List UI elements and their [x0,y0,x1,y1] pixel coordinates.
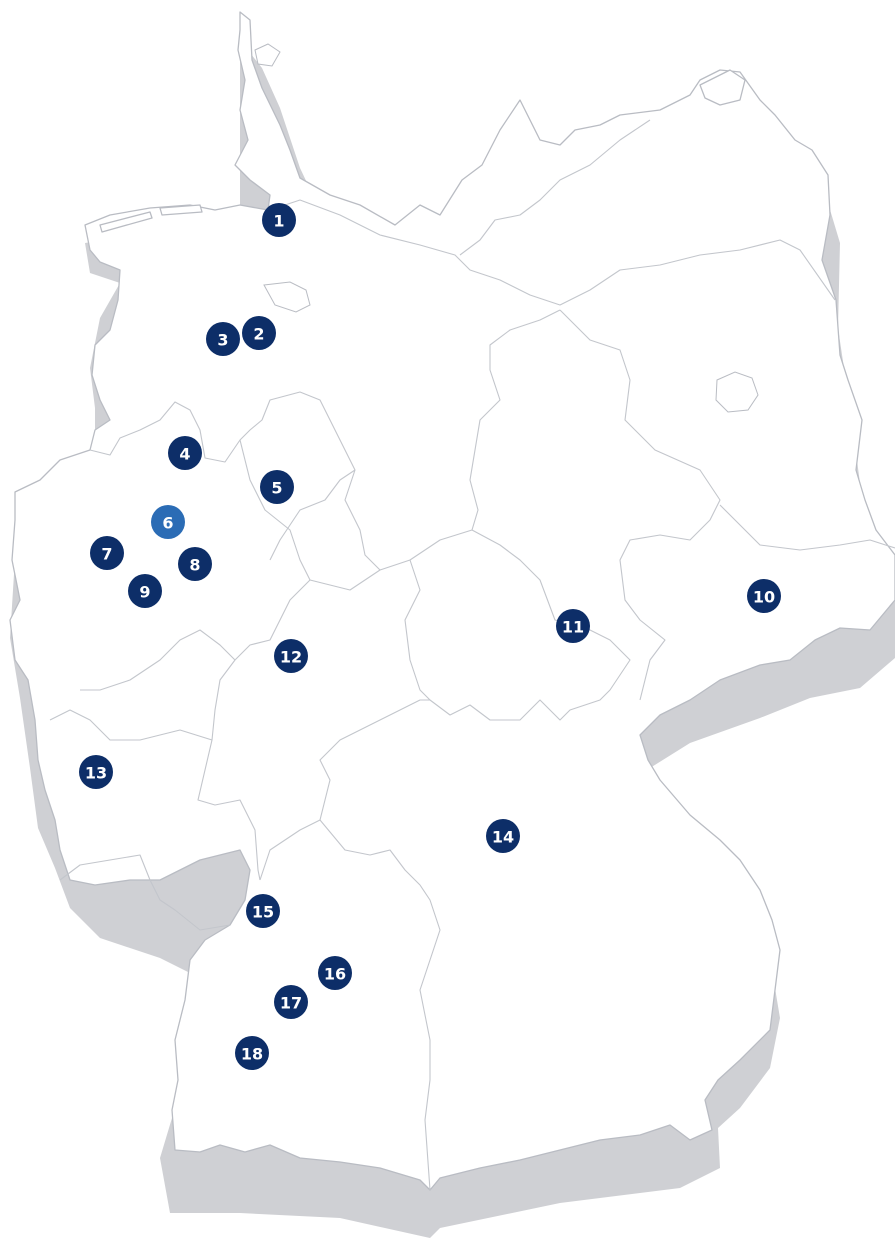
location-marker-label: 1 [273,212,284,231]
location-marker-circle[interactable] [79,755,113,789]
map-land [9,11,895,1191]
location-marker-label: 14 [492,828,514,847]
location-marker-5[interactable]: 5 [260,470,294,504]
location-marker-12[interactable]: 12 [274,639,308,673]
location-marker-label: 5 [271,479,282,498]
location-marker-label: 6 [162,514,173,533]
map-state-borders [49,119,895,1191]
location-marker-8[interactable]: 8 [178,547,212,581]
location-marker-circle[interactable] [556,609,590,643]
location-marker-16[interactable]: 16 [318,956,352,990]
location-marker-circle[interactable] [178,547,212,581]
location-marker-10[interactable]: 10 [747,579,781,613]
location-marker-circle[interactable] [206,322,240,356]
location-marker-circle[interactable] [260,470,294,504]
location-marker-label: 16 [324,965,346,984]
location-marker-label: 8 [189,556,200,575]
location-marker-14[interactable]: 14 [486,819,520,853]
location-marker-label: 7 [101,545,112,564]
location-marker-label: 17 [280,994,302,1013]
location-marker-label: 12 [280,648,302,667]
location-marker-circle[interactable] [90,536,124,570]
location-marker-15[interactable]: 15 [246,894,280,928]
location-marker-circle[interactable] [486,819,520,853]
location-marker-label: 18 [241,1045,263,1064]
location-marker-13[interactable]: 13 [79,755,113,789]
location-marker-circle[interactable] [318,956,352,990]
location-marker-label: 3 [217,331,228,350]
map-islands [99,43,746,233]
location-marker-label: 9 [139,583,150,602]
location-marker-label: 4 [179,445,190,464]
location-marker-circle[interactable] [747,579,781,613]
location-marker-label: 11 [562,618,584,637]
location-marker-label: 2 [253,325,264,344]
location-marker-3[interactable]: 3 [206,322,240,356]
location-marker-circle[interactable] [274,639,308,673]
location-marker-4[interactable]: 4 [168,436,202,470]
location-marker-17[interactable]: 17 [274,985,308,1019]
location-marker-circle[interactable] [128,574,162,608]
location-marker-circle[interactable] [262,203,296,237]
location-marker-7[interactable]: 7 [90,536,124,570]
location-marker-circle[interactable] [246,894,280,928]
location-marker-6[interactable]: 6 [151,505,185,539]
location-marker-label: 15 [252,903,274,922]
location-marker-circle[interactable] [151,505,185,539]
location-marker-circle[interactable] [168,436,202,470]
location-marker-1[interactable]: 1 [262,203,296,237]
location-marker-2[interactable]: 2 [242,316,276,350]
location-marker-label: 13 [85,764,107,783]
location-marker-11[interactable]: 11 [556,609,590,643]
location-marker-9[interactable]: 9 [128,574,162,608]
location-marker-18[interactable]: 18 [235,1036,269,1070]
location-marker-circle[interactable] [242,316,276,350]
location-marker-circle[interactable] [274,985,308,1019]
location-marker-circle[interactable] [235,1036,269,1070]
location-marker-label: 10 [753,588,775,607]
